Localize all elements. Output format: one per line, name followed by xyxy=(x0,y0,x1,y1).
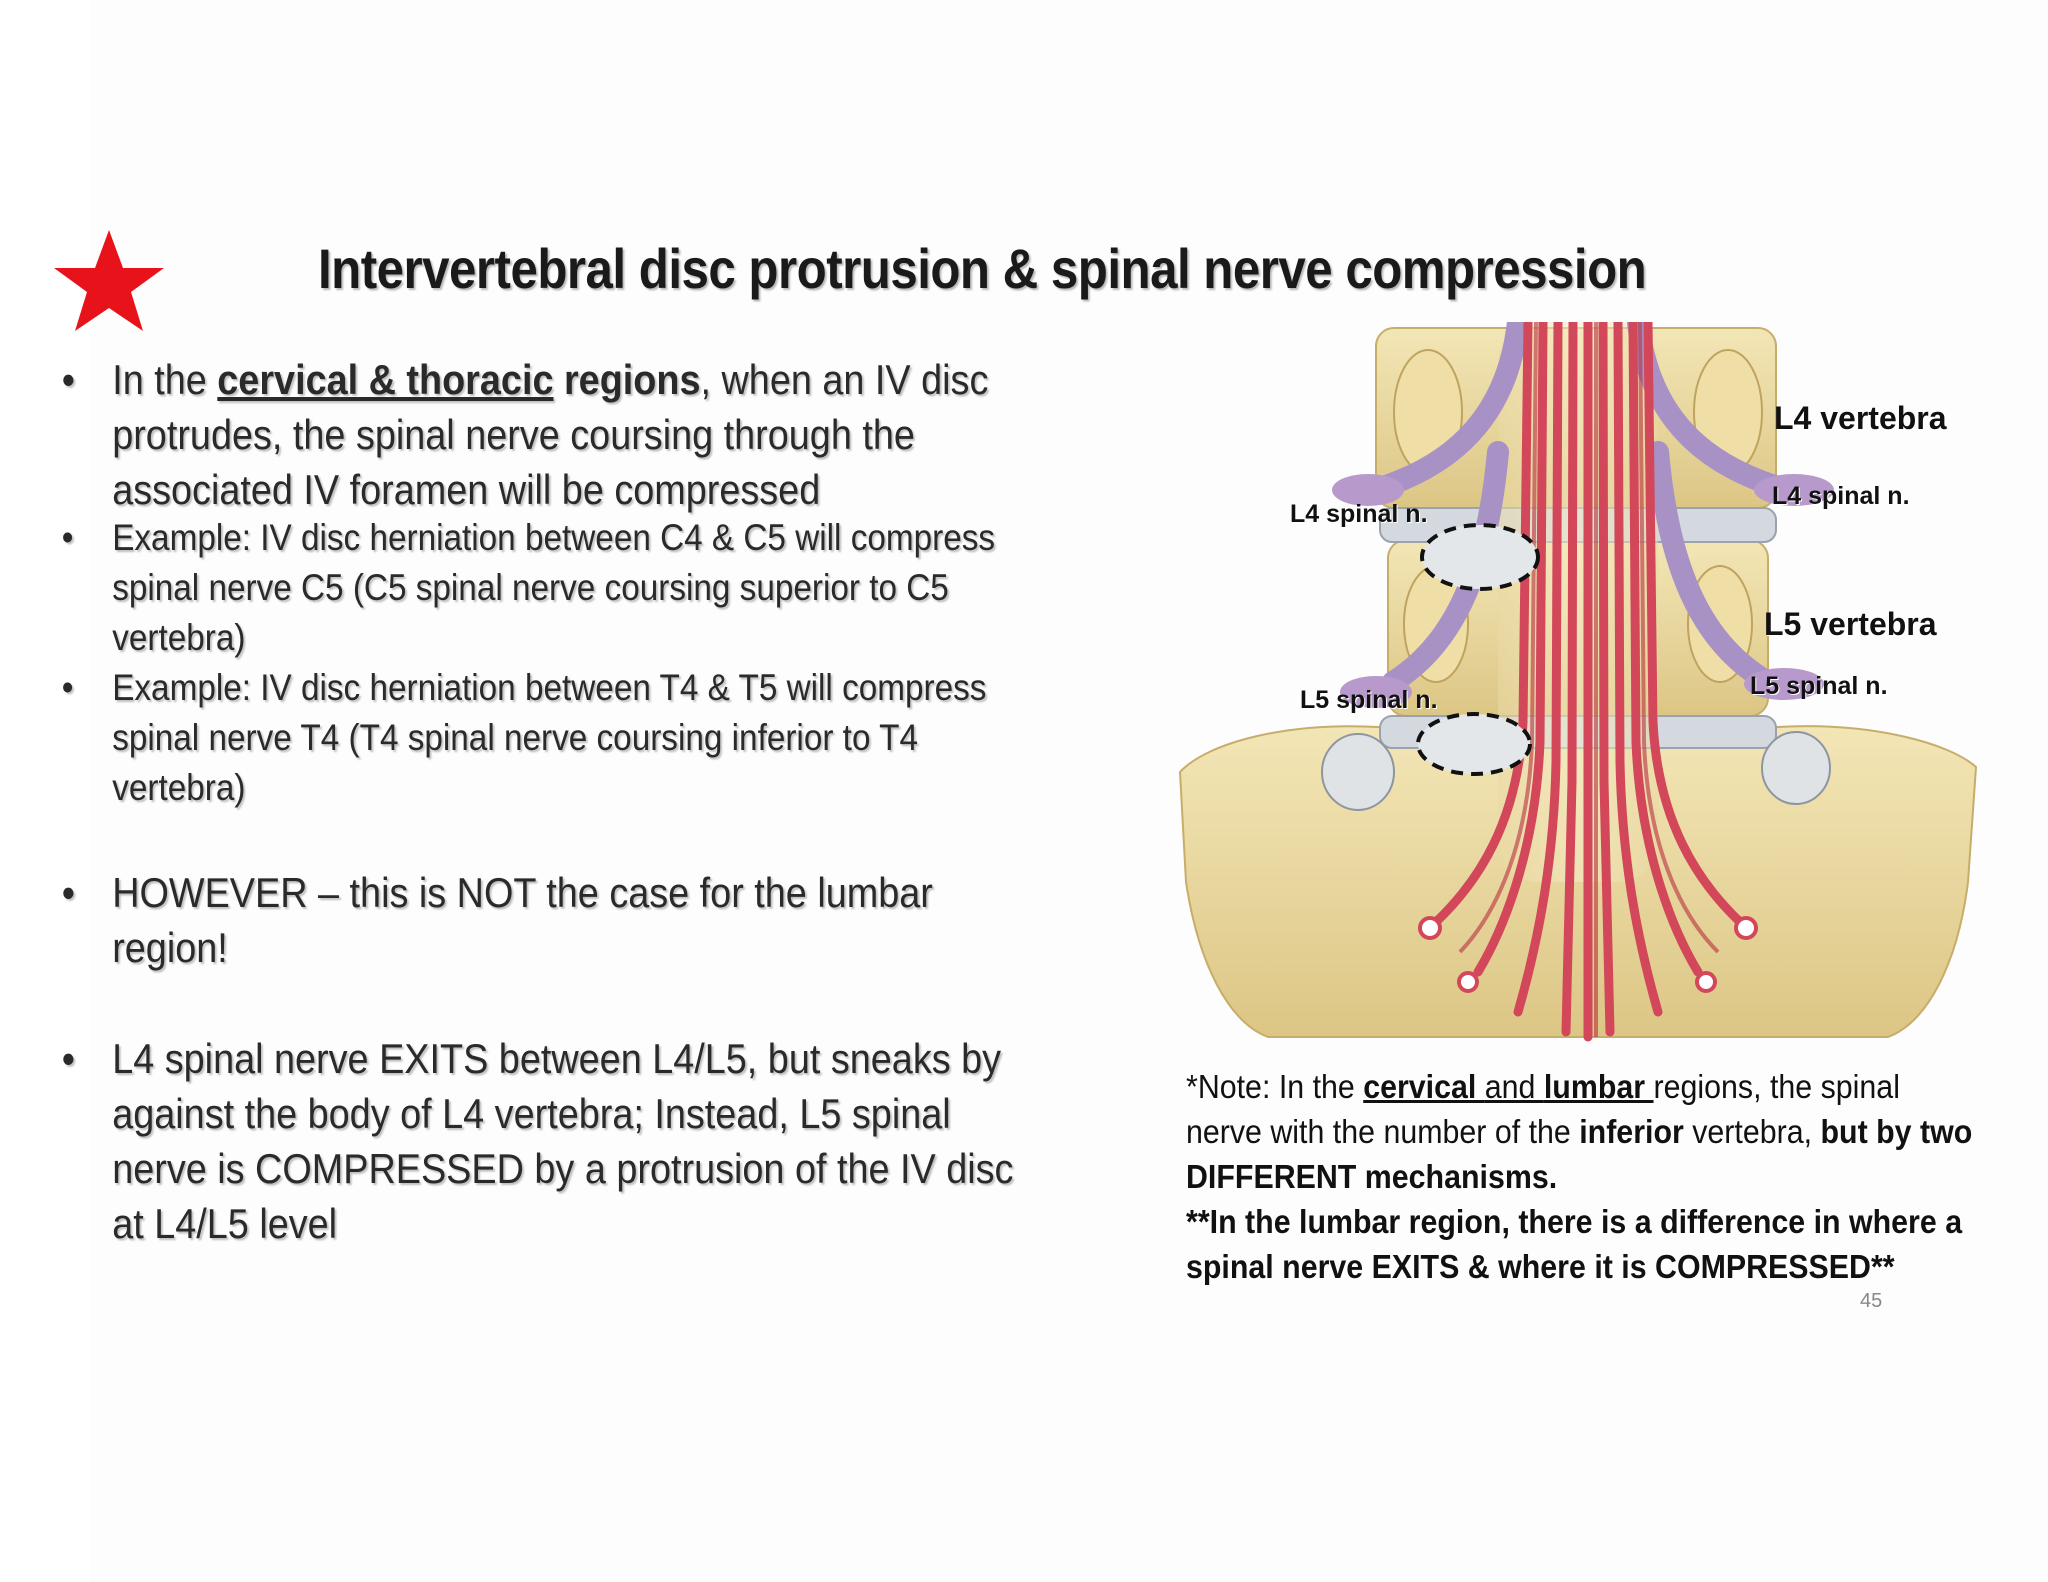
bullet-line: In the cervical & thoracic regions, when… xyxy=(112,356,989,403)
bullet-dot: • xyxy=(61,517,74,558)
bullet-line: nerve is COMPRESSED by a protrusion of t… xyxy=(112,1145,1014,1192)
bullet-dot: • xyxy=(61,356,76,403)
note-line: *Note: In the cervical and lumbar region… xyxy=(1186,1068,1900,1105)
label-l5-spinal-left: L5 spinal n. xyxy=(1300,686,1438,714)
bullet-line: L4 spinal nerve EXITS between L4/L5, but… xyxy=(112,1035,1002,1082)
note-line: **In the lumbar region, there is a diffe… xyxy=(1186,1203,1963,1240)
bullet-cervical-thoracic: • In the cervical & thoracic regions, wh… xyxy=(60,352,1111,517)
lumbar-spine-illustration: L4 vertebra L4 spinal n. L4 spinal n. L5… xyxy=(1168,311,1988,1042)
red-star-icon xyxy=(54,230,164,331)
lumbar-spine-drawing xyxy=(1178,311,1978,1042)
label-l4-spinal-right: L4 spinal n. xyxy=(1772,482,1910,510)
bullet-line: spinal nerve T4 (T4 spinal nerve coursin… xyxy=(112,717,918,758)
bullet-l4-l5: • L4 spinal nerve EXITS between L4/L5, b… xyxy=(60,1031,1111,1251)
bullet-line: vertebra) xyxy=(112,617,246,658)
bullet-line: spinal nerve C5 (C5 spinal nerve coursin… xyxy=(112,567,949,608)
bullet-line: region! xyxy=(112,924,228,971)
bullet-line: Example: IV disc herniation between C4 &… xyxy=(112,517,996,558)
bullet-line: vertebra) xyxy=(112,767,246,808)
note-block: *Note: In the cervical and lumbar region… xyxy=(1186,1064,1973,1289)
note-line: DIFFERENT mechanisms. xyxy=(1186,1158,1558,1195)
bullet-line: HOWEVER – this is NOT the case for the l… xyxy=(112,869,933,916)
bullet-example-t4-t5: • Example: IV disc herniation between T4… xyxy=(60,663,1111,813)
bullet-line: associated IV foramen will be compressed xyxy=(112,466,821,513)
label-l4-spinal-left: L4 spinal n. xyxy=(1290,500,1428,528)
bullet-dot: • xyxy=(61,869,76,916)
label-l5-spinal-right: L5 spinal n. xyxy=(1750,672,1888,700)
bullet-list: • In the cervical & thoracic regions, wh… xyxy=(60,352,1060,1251)
note-line: nerve with the number of the inferior ve… xyxy=(1186,1113,1973,1150)
slide-title: Intervertebral disc protrusion & spinal … xyxy=(318,237,1647,300)
bullet-however: • HOWEVER – this is NOT the case for the… xyxy=(60,865,1111,975)
cervical-thoracic-term: cervical & thoracic xyxy=(217,356,554,403)
note-line: spinal nerve EXITS & where it is COMPRES… xyxy=(1186,1248,1895,1285)
label-l4-vertebra: L4 vertebra xyxy=(1774,400,1947,436)
bullet-dot: • xyxy=(61,1035,76,1082)
bullet-line: against the body of L4 vertebra; Instead… xyxy=(112,1090,951,1137)
bullet-dot: • xyxy=(61,667,74,708)
bullet-example-c4-c5: • Example: IV disc herniation between C4… xyxy=(60,513,1111,663)
label-l5-vertebra: L5 vertebra xyxy=(1764,606,1937,642)
bullet-line: protrudes, the spinal nerve coursing thr… xyxy=(112,411,915,458)
page-number: 45 xyxy=(1860,1290,1883,1312)
bullet-line: Example: IV disc herniation between T4 &… xyxy=(112,667,987,708)
note-term-cervical: cervical xyxy=(1363,1068,1485,1105)
bullet-line: at L4/L5 level xyxy=(112,1200,338,1247)
note-term-lumbar: lumbar xyxy=(1543,1068,1654,1105)
